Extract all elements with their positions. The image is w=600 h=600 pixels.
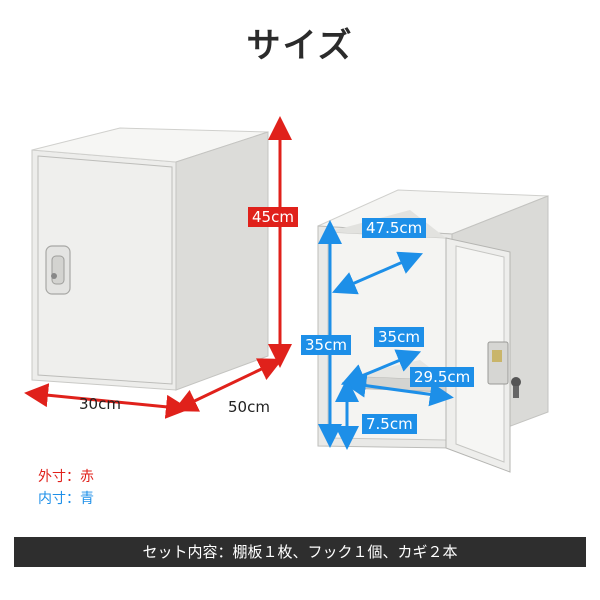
key-icon — [511, 377, 521, 398]
open-locker — [317, 189, 549, 473]
set-contents-bar: セット内容：棚板１枚、フック１個、カギ２本 — [14, 537, 586, 567]
legend-inner: 内寸：青 — [38, 491, 94, 507]
lock-icon — [487, 341, 509, 385]
outer-width-label: 30cm — [79, 395, 121, 413]
dimension-legend: 外寸：赤 内寸：青 — [38, 466, 94, 510]
legend-outer: 外寸：赤 — [38, 469, 94, 485]
inner-depth-label: 47.5cm — [362, 218, 427, 238]
closed-locker — [31, 127, 269, 391]
inner-height-label: 35cm — [301, 335, 351, 355]
handle-icon — [45, 245, 71, 295]
outer-depth-label: 50cm — [228, 398, 270, 416]
shelf-depth-label: 29.5cm — [410, 367, 475, 387]
shelf-width-label: 35cm — [374, 327, 424, 347]
outer-height-label: 45cm — [248, 207, 298, 227]
shelf-height-label: 7.5cm — [362, 414, 417, 434]
page-title: サイズ — [246, 26, 354, 66]
